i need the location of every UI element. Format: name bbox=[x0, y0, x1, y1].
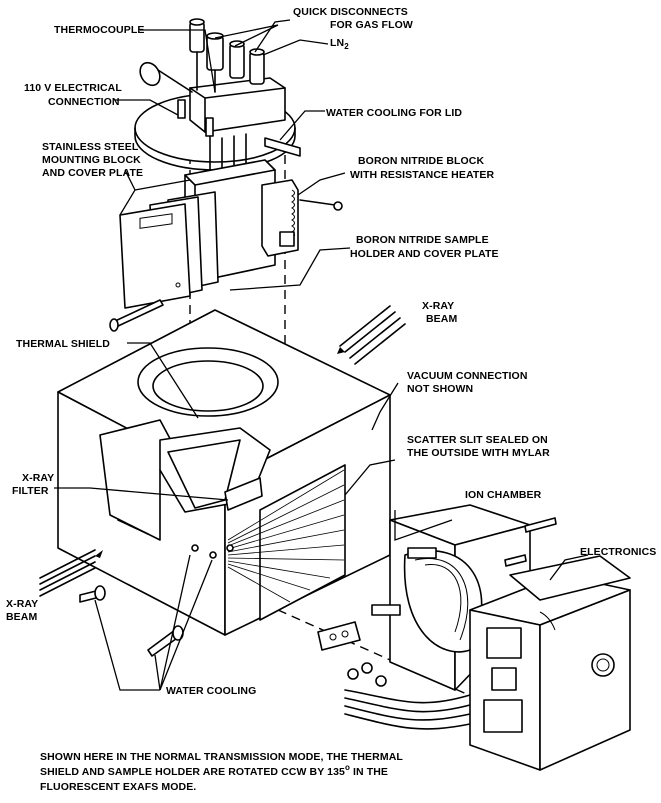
main-cell-block bbox=[57, 309, 391, 657]
label-gas-flow: FOR GAS FLOW bbox=[330, 19, 413, 31]
label-xray-beam-top: X-RAY bbox=[422, 300, 454, 312]
label-electronics: ELECTRONICS bbox=[580, 546, 656, 558]
label-electrical-connection: CONNECTION bbox=[48, 96, 120, 108]
sample-holder-stack bbox=[109, 159, 343, 332]
labels: THERMOCOUPLE QUICK DISCONNECTS FOR GAS F… bbox=[6, 6, 656, 697]
label-quick-disconnects: QUICK DISCONNECTS bbox=[293, 6, 408, 18]
label-beam-top: BEAM bbox=[426, 313, 457, 325]
label-holder-cover-plate: HOLDER AND COVER PLATE bbox=[350, 248, 499, 260]
cables bbox=[344, 689, 471, 730]
label-scatter-slit: SCATTER SLIT SEALED ON bbox=[407, 434, 548, 446]
label-ion-chamber: ION CHAMBER bbox=[465, 489, 542, 501]
label-ln2: LN2 bbox=[330, 37, 349, 51]
caption-line-2: SHIELD AND SAMPLE HOLDER ARE ROTATED CCW… bbox=[40, 763, 388, 778]
leader-lines bbox=[54, 19, 589, 691]
label-water-cooling: WATER COOLING bbox=[166, 685, 256, 697]
label-resistance-heater: WITH RESISTANCE HEATER bbox=[350, 169, 494, 181]
label-cover-plate: AND COVER PLATE bbox=[42, 167, 143, 179]
label-bn-sample-holder: BORON NITRIDE SAMPLE bbox=[356, 234, 489, 246]
label-beam-left: BEAM bbox=[6, 611, 37, 623]
quick-disconnect-fittings bbox=[189, 18, 265, 93]
label-not-shown: NOT SHOWN bbox=[407, 383, 473, 395]
label-xray-beam-left: X-RAY bbox=[6, 598, 38, 610]
label-thermocouple: THERMOCOUPLE bbox=[54, 24, 144, 36]
label-thermal-shield: THERMAL SHIELD bbox=[16, 338, 110, 350]
label-water-cooling-lid: WATER COOLING FOR LID bbox=[326, 107, 462, 119]
label-vacuum-connection: VACUUM CONNECTION bbox=[407, 370, 528, 382]
label-stainless-steel: STAINLESS STEEL bbox=[42, 141, 139, 153]
lid-assembly bbox=[134, 18, 301, 206]
label-mylar: THE OUTSIDE WITH MYLAR bbox=[407, 447, 550, 459]
xray-beam-top-arrows bbox=[337, 305, 406, 365]
caption-line-1: SHOWN HERE IN THE NORMAL TRANSMISSION MO… bbox=[40, 751, 403, 763]
electronics-box bbox=[469, 555, 631, 771]
label-mounting-block: MOUNTING BLOCK bbox=[42, 154, 141, 166]
label-electrical: 110 V ELECTRICAL bbox=[24, 82, 122, 94]
caption: SHOWN HERE IN THE NORMAL TRANSMISSION MO… bbox=[40, 751, 403, 793]
label-xray-filter: X-RAY bbox=[22, 472, 54, 484]
label-bn-block: BORON NITRIDE BLOCK bbox=[358, 155, 484, 167]
label-filter: FILTER bbox=[12, 485, 49, 497]
caption-line-3: FLUORESCENT EXAFS MODE. bbox=[40, 781, 196, 793]
xray-beam-left-arrows bbox=[39, 549, 103, 597]
